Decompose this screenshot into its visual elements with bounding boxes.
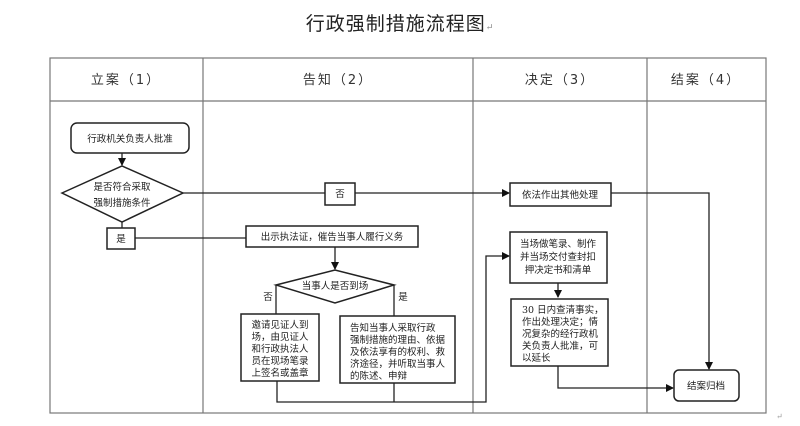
show-cert-box <box>245 225 419 248</box>
column-header-decide: 决定（3） <box>525 73 595 88</box>
node-present: 当事人是否到场 否 是 <box>263 269 408 304</box>
paragraph-mark-corner: ↵ <box>776 412 783 421</box>
no-box <box>324 182 356 206</box>
archive-label: 结案归档 <box>687 380 725 392</box>
node-approval: 行政机关负责人批准 <box>70 122 190 154</box>
node-archive: 结案归档 <box>673 369 740 402</box>
record-line2: 并当场交付查封扣 <box>520 251 596 263</box>
inform-line4: 济途径，并听取当事人 <box>350 358 446 370</box>
decision-line3: 况复杂的经行政机 <box>522 328 599 340</box>
node-yes: 是 <box>106 227 136 250</box>
node-show-cert: 出示执法证，催告当事人履行义务 <box>245 225 419 248</box>
node-inform: 告知当事人采取行政 强制措施的理由、依据 及依法享有的权利、救 济途径，并听取当… <box>339 315 456 384</box>
node-other: 依法作出其他处理 <box>509 182 612 207</box>
record-box <box>509 231 608 284</box>
witness-box <box>240 313 320 382</box>
inform-box <box>339 315 456 384</box>
column-header-close: 结案（4） <box>671 73 741 88</box>
present-no-label: 否 <box>263 292 273 303</box>
connectors <box>118 153 713 403</box>
record-line3: 押决定书和清单 <box>525 264 592 276</box>
show-cert-label: 出示执法证，催告当事人履行义务 <box>261 231 404 243</box>
approval-rounded-box <box>70 122 190 154</box>
paragraph-mark: ↵ <box>485 23 495 33</box>
witness-line4: 员在现场笔录 <box>251 355 309 367</box>
inform-line5: 的陈述、申辩 <box>350 370 408 382</box>
witness-line1: 邀请见证人到 <box>251 319 308 331</box>
archive-rounded-box <box>673 369 740 402</box>
present-yes-label: 是 <box>398 292 408 303</box>
arrow-witness-to-record <box>276 252 510 403</box>
node-record: 当场做笔录、制作 并当场交付查封扣 押决定书和清单 <box>509 231 608 284</box>
yes-label: 是 <box>116 234 126 245</box>
witness-line2: 场，由见证人 <box>251 331 309 343</box>
table-border <box>49 57 767 414</box>
no-label: 否 <box>335 189 345 200</box>
yes-box <box>106 227 136 250</box>
decision-box <box>510 298 609 367</box>
node-decision: 30 日内查清事实， 作出处理决定；情 况复杂的经行政机 关负责人批准，可 以延… <box>510 298 609 367</box>
condition-label-line1: 是否符合采取 <box>93 181 151 193</box>
node-no: 否 <box>324 182 356 206</box>
decision-line4: 关负责人批准，可 <box>522 340 598 352</box>
decision-line5: 以延长 <box>522 352 551 364</box>
witness-line3: 和行政执法人 <box>251 343 309 355</box>
present-label: 当事人是否到场 <box>302 280 369 292</box>
decision-line2: 作出处理决定；情 <box>522 316 599 328</box>
inform-line3: 及依法享有的权利、救 <box>350 346 446 358</box>
title-text: 行政强制措施流程图 <box>305 13 486 35</box>
decision-line1: 30 日内查清事实， <box>522 304 604 316</box>
column-header-notify: 告知（2） <box>303 72 373 88</box>
arrow-decision-to-archive <box>557 366 674 392</box>
present-diamond <box>273 269 397 304</box>
other-box <box>509 182 612 207</box>
page-title: 行政强制措施流程图↵ <box>0 9 800 36</box>
approval-label: 行政机关负责人批准 <box>87 133 173 145</box>
other-label: 依法作出其他处理 <box>522 189 599 201</box>
witness-line5: 上签名或盖章 <box>251 367 309 379</box>
swimlane-table <box>49 57 767 414</box>
inform-line1: 告知当事人采取行政 <box>350 322 436 334</box>
record-line1: 当场做笔录、制作 <box>520 238 597 250</box>
inform-line2: 强制措施的理由、依据 <box>350 334 446 346</box>
node-witness: 邀请见证人到 场，由见证人 和行政执法人 员在现场笔录 上签名或盖章 <box>240 313 320 382</box>
node-condition: 是否符合采取 强制措施条件 <box>60 165 185 223</box>
condition-diamond <box>60 165 185 223</box>
condition-label-line2: 强制措施条件 <box>93 197 151 209</box>
column-header-register: 立案（1） <box>91 73 161 88</box>
arrow-other-to-archive <box>611 192 713 370</box>
